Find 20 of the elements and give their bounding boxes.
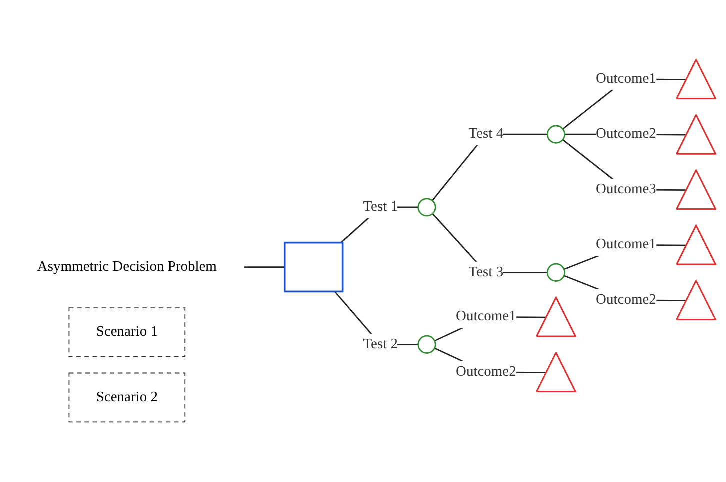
edge-label: Outcome2 bbox=[596, 126, 656, 142]
edge-label: Outcome1 bbox=[596, 71, 656, 87]
connector bbox=[244, 266, 285, 268]
edge-label: Outcome1 bbox=[456, 308, 516, 324]
node-box: Scenario 2 bbox=[68, 372, 186, 423]
node-circle bbox=[418, 335, 436, 354]
edge-label: Test 4 bbox=[468, 126, 504, 142]
edge-label: Test 2 bbox=[363, 336, 398, 352]
node-circle bbox=[418, 198, 436, 217]
node-box: Scenario 1 bbox=[68, 308, 186, 358]
edge-label: Outcome3 bbox=[596, 182, 656, 198]
edge-label: Outcome2 bbox=[456, 364, 516, 380]
node-box bbox=[284, 242, 344, 293]
edge-label: Test 3 bbox=[468, 264, 504, 280]
node-circle bbox=[546, 125, 566, 144]
edge-label: Outcome2 bbox=[596, 292, 656, 308]
edge-label: Outcome1 bbox=[596, 236, 656, 252]
node-text: Asymmetric Decision Problem bbox=[37, 259, 217, 275]
node-circle bbox=[546, 263, 566, 282]
edge-label: Test 1 bbox=[363, 199, 398, 215]
